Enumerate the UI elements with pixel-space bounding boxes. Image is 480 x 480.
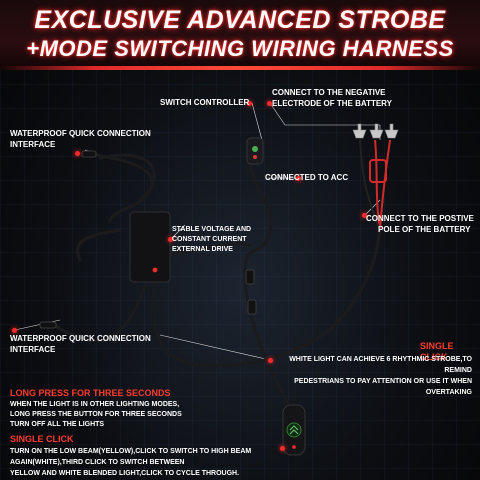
label-positive-line2: POLE OF THE BATTERY xyxy=(378,225,471,234)
label-long-press-line1: WHEN THE LIGHT IS IN OTHER LIGHTING MODE… xyxy=(10,401,180,408)
label-stable-voltage-line3: EXTERNAL DRIVE xyxy=(172,246,233,253)
label-long-press-line2: LONG PRESS THE BUTTON FOR THREE SECONDS xyxy=(10,411,182,418)
label-negative: CONNECT TO THE NEGATIVE ELECTRODE OF THE… xyxy=(272,87,392,109)
wire-red-1 xyxy=(374,139,381,231)
label-stable-voltage: STABLE VOLTAGE AND CONSTANT CURRENT EXTE… xyxy=(172,225,251,255)
marker-acc xyxy=(296,176,301,181)
label-long-press-line3: TURN OFF ALL THE LIGHTS xyxy=(10,421,105,428)
label-positive: CONNECT TO THE POSTIVE POLE OF THE BATTE… xyxy=(366,213,474,235)
label-waterproof-bottom-line1: WATERPROOF QUICK CONNECTION xyxy=(10,334,151,343)
label-waterproof-top: WATERPROOF QUICK CONNECTION INTERFACE xyxy=(10,128,151,150)
cable-bottom-loop xyxy=(151,278,332,368)
marker-single-click xyxy=(268,358,273,363)
cable-right xyxy=(328,228,382,332)
marker-switch-controller xyxy=(247,101,252,106)
background-grid xyxy=(0,60,480,480)
marker-waterproof-bottom xyxy=(12,328,17,333)
label-waterproof-bottom-line2: INTERFACE xyxy=(10,345,56,354)
banner-glow-line xyxy=(0,66,480,70)
driver-box xyxy=(129,211,171,283)
terminal-negative xyxy=(352,123,367,139)
marker-positive xyxy=(362,213,367,218)
label-negative-line1: CONNECT TO THE NEGATIVE xyxy=(272,88,386,97)
terminal-positive-1 xyxy=(369,123,384,139)
leader-single-click-right xyxy=(159,334,271,361)
label-long-press-title: LONG PRESS FOR THREE SECONDS xyxy=(10,388,171,398)
label-acc: CONNECTED TO ACC xyxy=(265,173,349,182)
cable-top-left-2 xyxy=(98,153,156,202)
title-line-2: +MODE SWITCHING WIRING HARNESS xyxy=(26,36,454,61)
label-positive-line1: CONNECT TO THE POSTIVE xyxy=(366,214,474,223)
label-single-click-right-line2: PEDESTRIANS TO PAY ATTENTION OR USE IT W… xyxy=(294,378,472,396)
label-negative-line2: ELECTRODE OF THE BATTERY xyxy=(272,99,392,108)
label-single-click-left-line3: YELLOW AND WHITE BLENDED LIGHT,CLICK TO … xyxy=(10,470,240,477)
label-stable-voltage-line1: STABLE VOLTAGE AND xyxy=(172,226,252,233)
label-switch-controller: SWITCH CONTROLLER xyxy=(160,98,250,107)
cable-left-branch xyxy=(75,228,122,262)
label-waterproof-top-line2: INTERFACE xyxy=(10,140,56,149)
connector-bottom-left xyxy=(39,321,57,329)
wire-red-2 xyxy=(379,139,391,231)
label-single-click-right-line1: WHITE LIGHT CAN ACHIEVE 6 RHYTHMIC STROB… xyxy=(289,356,472,374)
marker-push-switch xyxy=(280,446,285,451)
cable-top-left xyxy=(93,153,154,222)
connector-mid xyxy=(245,269,255,285)
marker-stable-voltage xyxy=(168,237,173,242)
marker-negative xyxy=(267,101,272,106)
connector-top-left xyxy=(81,150,97,158)
switch-controller-led xyxy=(252,146,258,152)
terminal-positive-2 xyxy=(384,123,399,139)
cable-switch-controller xyxy=(243,158,273,332)
cable-to-switch xyxy=(253,328,294,412)
label-long-press: WHEN THE LIGHT IS IN OTHER LIGHTING MODE… xyxy=(10,400,182,430)
title-line-1: EXCLUSIVE ADVANCED STROBE xyxy=(34,6,446,34)
title-banner: EXCLUSIVE ADVANCED STROBE +MODE SWITCHIN… xyxy=(0,0,480,70)
leader-switch-controller xyxy=(251,102,263,141)
red-sleeve xyxy=(369,159,387,183)
label-single-click-right-title: SINGLE CLICK xyxy=(420,341,454,362)
cable-mid xyxy=(163,242,252,257)
label-waterproof-top-line1: WATERPROOF QUICK CONNECTION xyxy=(10,129,151,138)
switch-controller-led-2 xyxy=(253,155,257,159)
label-waterproof-bottom: WATERPROOF QUICK CONNECTION INTERFACE xyxy=(10,333,151,355)
push-button-chevrons xyxy=(289,425,299,435)
cable-bottom-left xyxy=(53,283,147,343)
label-stable-voltage-line2: CONSTANT CURRENT xyxy=(172,236,247,243)
label-single-click-right: WHITE LIGHT CAN ACHIEVE 6 RHYTHMIC STROB… xyxy=(268,354,472,398)
marker-waterproof-top xyxy=(75,151,80,156)
label-single-click-left-line1: TURN ON THE LOW BEAM(YELLOW),CLICK TO SW… xyxy=(10,448,252,455)
label-single-click-left: TURN ON THE LOW BEAM(YELLOW),CLICK TO SW… xyxy=(10,446,251,479)
label-single-click-left-line2: AGAIN(WHITE),THIRD CLICK TO SWITCH BETWE… xyxy=(10,459,185,466)
driver-led xyxy=(152,267,158,273)
push-button-led xyxy=(292,445,296,449)
connector-mid-2 xyxy=(247,299,257,315)
wire-black xyxy=(359,139,381,231)
label-single-click-left-title: SINGLE CLICK xyxy=(10,434,74,444)
